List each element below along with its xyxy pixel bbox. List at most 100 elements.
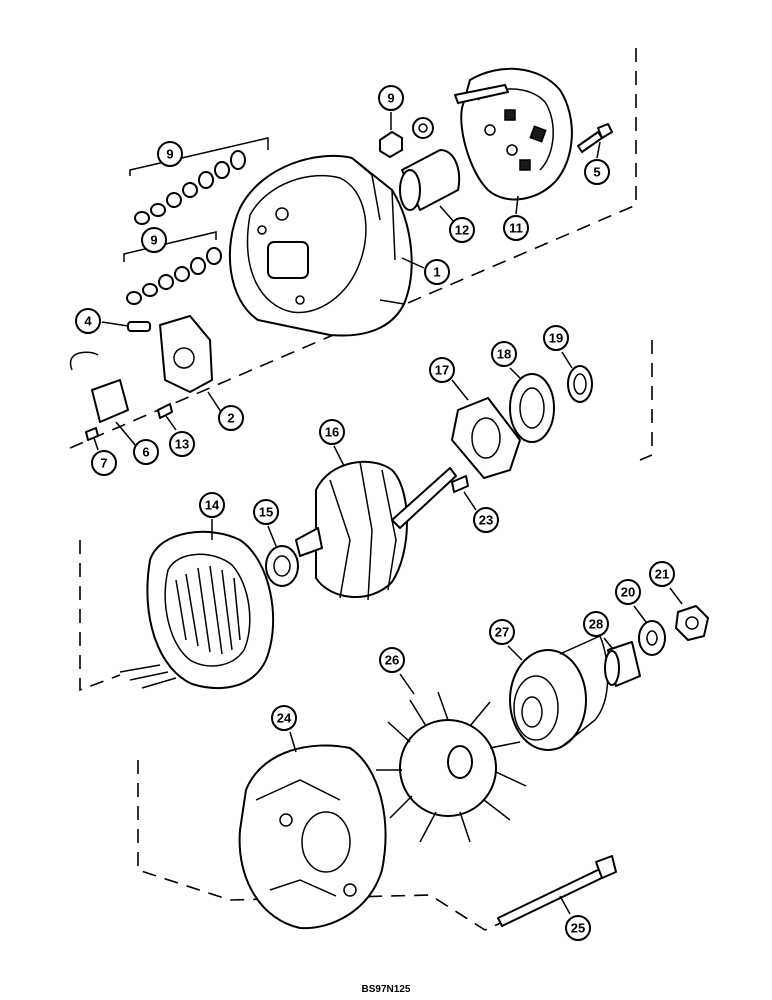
upper-boundary-line: [69, 48, 637, 449]
callout-leader-line: [559, 895, 571, 915]
callout-bubble: [449, 217, 475, 243]
callout-leader-line: [669, 587, 683, 605]
callout-bubble: [199, 492, 225, 518]
callout-leader-line: [561, 351, 573, 369]
callout-6: 6: [115, 421, 159, 465]
callout-number: 9: [150, 233, 157, 248]
callout-leader-line: [333, 445, 345, 467]
callout-24: 24: [271, 705, 297, 753]
callout-leader-line: [439, 205, 455, 223]
callout-14: 14: [199, 492, 225, 540]
callout-5: 5: [584, 141, 610, 185]
callout-number: 17: [435, 363, 449, 378]
callout-number: 13: [175, 437, 189, 452]
ring-19-part: [567, 365, 593, 403]
callout-number: 25: [571, 921, 585, 936]
callout-leader-line: [129, 137, 269, 176]
callout-bubble: [169, 431, 195, 457]
callout-number: 5: [593, 165, 600, 180]
callout-number: 4: [84, 314, 92, 329]
callout-number: 7: [100, 456, 107, 471]
callout-bubble: [379, 647, 405, 673]
callout-12: 12: [439, 205, 475, 243]
callout-number: 19: [549, 331, 563, 346]
callout-leader-line: [633, 605, 647, 623]
callout-9: 9: [129, 137, 269, 176]
retainer-plate-part: [451, 397, 521, 479]
callout-27: 27: [489, 619, 523, 661]
spacer-28-part: [604, 641, 641, 687]
callout-number: 26: [385, 653, 399, 668]
callout-leader-line: [603, 637, 613, 649]
callout-25: 25: [559, 895, 591, 941]
callout-bubble: [473, 507, 499, 533]
rotor-part: [295, 460, 457, 601]
callout-bubble: [253, 499, 279, 525]
figure-code: BS97N125: [362, 984, 411, 995]
bushing-part: [399, 149, 460, 211]
callout-number: 18: [497, 347, 511, 362]
callout-leader-line: [93, 437, 99, 451]
callout-number: 21: [655, 567, 669, 582]
callout-number: 24: [277, 711, 292, 726]
callout-leader-line: [101, 321, 129, 327]
washer-row-upper-part: [134, 150, 246, 225]
callout-number: 23: [479, 513, 493, 528]
callout-20: 20: [615, 579, 647, 623]
callout-bubble: [615, 579, 641, 605]
washer-row-lower-part: [126, 247, 222, 305]
bearing-18-part: [509, 373, 555, 443]
pulley-part: [509, 634, 609, 751]
callout-leader-line: [115, 421, 137, 447]
callout-bubble: [489, 619, 515, 645]
callout-bubble: [157, 141, 183, 167]
callout-bubble: [271, 705, 297, 731]
callout-leader-line: [451, 379, 469, 401]
callout-bubble: [583, 611, 609, 637]
bearing-15-part: [265, 545, 299, 587]
callout-number: 11: [509, 221, 523, 236]
callout-number: 16: [325, 425, 339, 440]
upper-nuts-part: [379, 117, 434, 158]
callout-1: 1: [401, 257, 450, 285]
callout-number: 20: [621, 585, 635, 600]
callout-11: 11: [503, 195, 529, 241]
callout-bubble: [565, 915, 591, 941]
callout-number: 2: [227, 411, 234, 426]
callout-bubble: [491, 341, 517, 367]
callout-13: 13: [165, 415, 195, 457]
brush-holder-part: [127, 315, 213, 393]
callout-4: 4: [75, 308, 129, 334]
middle-boundary-line: [79, 340, 653, 692]
callout-leader-line: [401, 257, 425, 269]
callout-number: 1: [433, 265, 440, 280]
fan-part: [376, 691, 527, 843]
callout-bubble: [503, 215, 529, 241]
callout-leader-line: [509, 367, 521, 379]
callout-leader-line: [596, 141, 601, 159]
callout-number: 9: [166, 147, 173, 162]
screw-5-part: [577, 123, 613, 153]
callout-15: 15: [253, 499, 279, 547]
callout-number: 28: [589, 617, 603, 632]
callout-bubble: [218, 405, 244, 431]
callout-number: 14: [205, 498, 220, 513]
callout-bubble: [649, 561, 675, 587]
callout-bubble: [424, 259, 450, 285]
callout-leader-line: [123, 231, 217, 262]
callout-bubble: [133, 439, 159, 465]
callout-7: 7: [91, 437, 117, 476]
callout-bubble: [141, 227, 167, 253]
callout-leader-line: [399, 673, 415, 695]
callout-bubble: [75, 308, 101, 334]
small-screws-part: [85, 403, 173, 441]
callout-leader-line: [267, 525, 277, 547]
callout-leader-line: [463, 491, 477, 511]
callout-bubble: [584, 159, 610, 185]
stator-part: [119, 530, 275, 690]
callout-9: 9: [123, 227, 217, 262]
through-bolt-part: [497, 855, 617, 927]
